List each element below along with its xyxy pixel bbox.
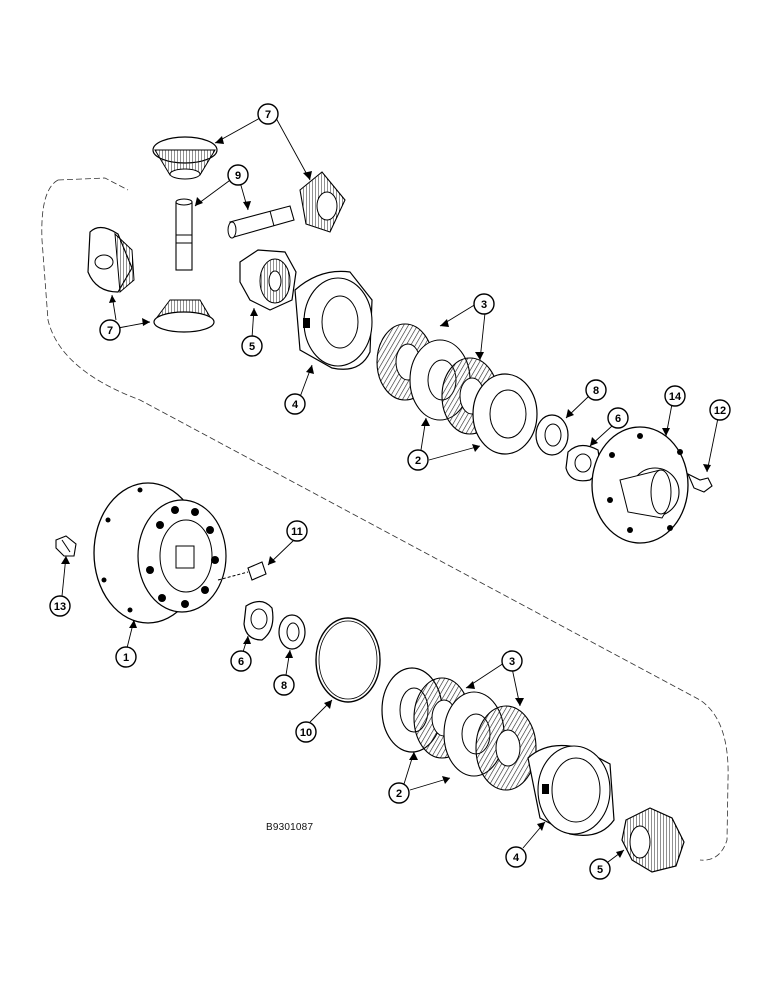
callout-3-upper: 3 (473, 293, 495, 315)
housing-right (591, 426, 689, 544)
pinion-gear-top (152, 136, 218, 180)
piston-lower (527, 745, 615, 836)
thrust-washer-lower (243, 600, 274, 641)
svg-text:8: 8 (593, 385, 599, 397)
assembly-outline-top (57, 177, 129, 191)
callout-7-bottom: 7 (99, 319, 121, 341)
callout-2-upper: 2 (407, 449, 429, 471)
assembly-outline (41, 179, 729, 861)
callout-2-lower: 2 (388, 782, 410, 804)
callout-1: 1 (115, 646, 137, 668)
clutch-pack-upper (376, 323, 538, 455)
figure-id: B9301087 (266, 822, 314, 833)
svg-text:12: 12 (714, 405, 726, 417)
callout-4-upper: 4 (284, 393, 306, 415)
svg-text:2: 2 (415, 455, 421, 467)
housing-left (93, 482, 227, 624)
svg-text:5: 5 (597, 864, 603, 876)
clutch-pack-lower (381, 667, 537, 791)
svg-text:7: 7 (107, 325, 113, 337)
callout-13: 13 (49, 595, 71, 617)
pinion-gear-left (87, 226, 135, 294)
callout-6-lower: 6 (230, 650, 252, 672)
dowel-pin (217, 561, 267, 581)
callout-8-upper: 8 (585, 379, 607, 401)
thrust-washer-small-lower (278, 614, 306, 650)
svg-text:4: 4 (292, 399, 299, 411)
thrust-washer-small-upper (535, 414, 569, 456)
side-gear-upper (239, 249, 297, 311)
callout-8-lower: 8 (273, 674, 295, 696)
svg-text:11: 11 (291, 526, 303, 538)
callout-6-upper: 6 (607, 407, 629, 429)
callout-10: 10 (295, 721, 317, 743)
piston-upper (294, 270, 373, 370)
side-gear-lower (621, 807, 685, 873)
callout-7-top: 7 (257, 103, 279, 125)
thrust-washer-upper (565, 444, 600, 482)
pinion-gear-bottom (153, 299, 215, 333)
svg-text:2: 2 (396, 788, 402, 800)
callout-11: 11 (286, 520, 308, 542)
svg-text:9: 9 (235, 170, 241, 182)
svg-text:10: 10 (300, 727, 312, 739)
bolt-left (55, 535, 77, 557)
svg-text:14: 14 (669, 391, 682, 403)
bolt-right (686, 472, 713, 493)
callout-5-upper: 5 (241, 335, 263, 357)
svg-text:3: 3 (481, 299, 487, 311)
callout-5-lower: 5 (589, 858, 611, 880)
pinion-shaft-horizontal (227, 205, 295, 239)
svg-text:8: 8 (281, 680, 287, 692)
seal-ring (315, 617, 381, 703)
leader-arrowheads (61, 136, 711, 858)
svg-text:1: 1 (123, 652, 129, 664)
svg-text:3: 3 (509, 656, 515, 668)
svg-text:7: 7 (265, 109, 271, 121)
callout-4-lower: 4 (505, 846, 527, 868)
svg-text:6: 6 (238, 656, 244, 668)
callout-14: 14 (664, 385, 686, 407)
svg-text:6: 6 (615, 413, 621, 425)
pinion-gear-right (299, 171, 346, 233)
svg-text:4: 4 (513, 852, 520, 864)
svg-text:5: 5 (249, 341, 255, 353)
pinion-shaft-vertical (175, 198, 193, 271)
callout-9: 9 (227, 164, 249, 186)
callout-3-lower: 3 (501, 650, 523, 672)
svg-text:13: 13 (54, 601, 66, 613)
callout-12: 12 (709, 399, 731, 421)
